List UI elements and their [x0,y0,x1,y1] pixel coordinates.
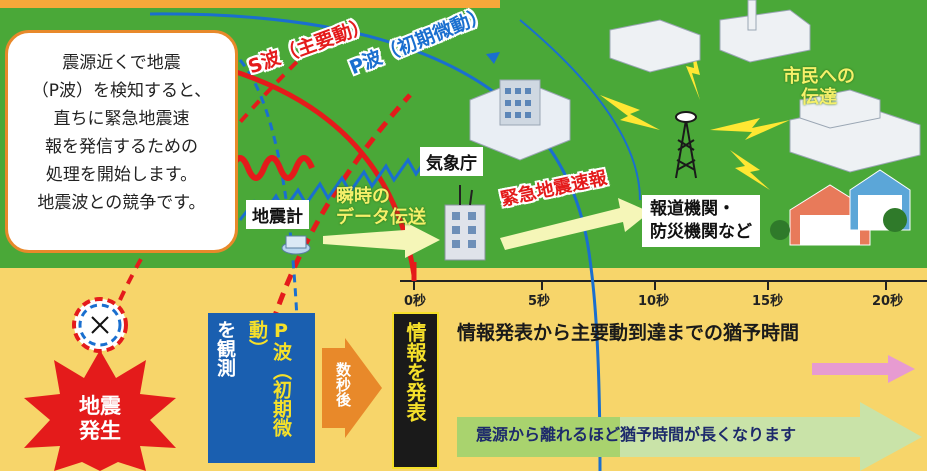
callout-line: （P波）を検知すると、 [31,81,212,101]
callout-line: 震源近くで地震 [62,53,181,73]
houses-icon [770,169,911,246]
earthquake-burst-icon [24,350,176,471]
jma-building-icon [444,185,486,261]
seismometer-icon [281,235,311,255]
lightning-icon [730,150,770,190]
s-wave-front-inner [118,28,332,301]
tick-label: 15秒 [752,294,784,309]
p-wave-front [149,12,602,471]
data-transfer-arrow [323,222,440,258]
seismometer-label: 地震計 [246,200,309,229]
p-wave-front-dashed [238,59,302,451]
issue-info-box [392,312,439,469]
eew-arrow [500,198,650,250]
earthquake-label: 地震 発生 [79,394,121,443]
tick-label: 0秒 [404,294,427,309]
observe-p-wave-box [208,313,315,463]
longer-grace-text: 震源から離れるほど猶予時間が長くなります [476,425,797,444]
lightning-icon [600,95,660,130]
jma-label: 気象庁 [420,147,483,176]
seconds-later-arrow [322,338,382,438]
media-label: 報道機関・ 防災機関など [642,195,760,247]
tick-label: 20秒 [872,294,904,309]
callout-line: 処理を開始します。 [45,165,198,185]
callout-bubble: 震源近くで地震 （P波）を検知すると、 直ちに緊急地震速 報を発信するための 処… [5,30,238,253]
callout-line: 地震波との競争です。 [37,193,206,213]
issue-info-text: 情報を発表 [403,322,427,422]
observe-left-text: を観測 [214,320,236,377]
callout-line: 直ちに緊急地震速 [53,109,190,129]
observe-right-text: P波（初期微動） [246,320,292,437]
lightning-icon [710,118,790,140]
factory-icon [609,0,811,73]
instant-transfer-label: 瞬時の データ伝送 [336,186,426,228]
grace-time-text: 情報発表から主要動到達までの猶予時間 [457,322,800,344]
grace-time-arrow [812,355,915,383]
tick-label: 10秒 [638,294,670,309]
p-wave-zigzag [238,147,454,221]
seconds-later-text: 数秒後 [334,362,352,407]
tick-label: 5秒 [528,294,551,309]
radio-tower-icon [675,111,697,179]
callout-line: 報を発信するための [45,137,198,157]
office-building-icon [469,79,571,161]
s-wave-squiggle [229,155,315,181]
citizens-label: 市民への 伝達 [783,66,855,108]
hypocenter-icon [72,297,128,353]
apartment-building-icon [789,89,921,173]
